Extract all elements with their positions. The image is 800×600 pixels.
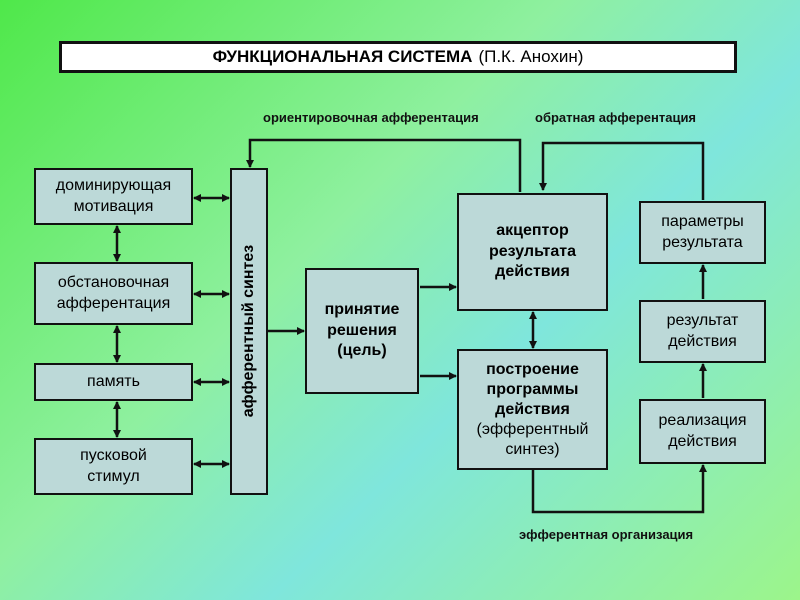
- dominant-motivation-line1: доминирующая: [55, 176, 172, 194]
- action-program-box: построение программы действия (эфферентн…: [457, 349, 608, 470]
- diagram-title: ФУНКЦИОНАЛЬНАЯ СИСТЕМА (П.К. Анохин): [59, 41, 737, 73]
- action-realization-line2: действия: [668, 432, 737, 450]
- dominant-motivation-box: доминирующая мотивация: [34, 168, 193, 225]
- caption-feedback-afferentation: обратная афферентация: [535, 110, 697, 125]
- trigger-stimulus-line2: стимул: [87, 467, 140, 485]
- title-bold: ФУНКЦИОНАЛЬНАЯ СИСТЕМА: [212, 47, 473, 66]
- result-parameters-box: параметры результата: [639, 201, 766, 264]
- situational-afferentation-line1: обстановочная: [57, 273, 170, 291]
- program-line3: действия: [495, 400, 570, 418]
- decision-line3: (цель): [337, 342, 387, 360]
- result-parameters-line2: результата: [662, 233, 743, 251]
- orienting-afferentation-line: [246, 138, 522, 192]
- action-result-box: результат действия: [639, 300, 766, 363]
- action-result-acceptor-box: акцептор результата действия: [457, 193, 608, 311]
- memory-box: память: [34, 363, 193, 401]
- action-realization-box: реализация действия: [639, 399, 766, 464]
- trigger-stimulus-line1: пусковой: [80, 446, 147, 464]
- acceptor-line1: акцептор: [496, 221, 569, 239]
- feedback-afferentation-line: [539, 141, 705, 200]
- program-line5: синтез): [505, 440, 560, 458]
- decision-line1: принятие: [324, 300, 400, 318]
- action-realization-line1: реализация: [658, 411, 747, 429]
- memory-label: память: [87, 372, 140, 390]
- efferent-organization-line: [531, 464, 707, 514]
- program-line1: построение: [486, 360, 579, 378]
- situational-afferentation-line2: афферентация: [56, 294, 171, 312]
- program-line2: программы: [486, 380, 579, 398]
- situational-afferentation-box: обстановочная афферентация: [34, 262, 193, 325]
- caption-efferent-organization: эфферентная организация: [519, 527, 694, 542]
- acceptor-line2: результата: [489, 242, 576, 260]
- caption-orienting-afferentation: ориентировочная афферентация: [263, 110, 479, 125]
- trigger-stimulus-box: пусковой стимул: [34, 438, 193, 495]
- program-line4: (эфферентный: [476, 420, 589, 438]
- afferent-synthesis-label: афферентный синтез: [240, 244, 257, 418]
- acceptor-line3: действия: [495, 263, 570, 281]
- result-parameters-line1: параметры: [661, 212, 744, 230]
- afferent-synthesis-box: [230, 168, 268, 495]
- title-author: (П.К. Анохин): [478, 47, 584, 66]
- action-result-line1: результат: [666, 311, 739, 329]
- dominant-motivation-line2: мотивация: [73, 197, 154, 215]
- decision-line2: решения: [327, 321, 397, 339]
- decision-making-box: принятие решения (цель): [305, 268, 419, 394]
- action-result-line2: действия: [668, 332, 737, 350]
